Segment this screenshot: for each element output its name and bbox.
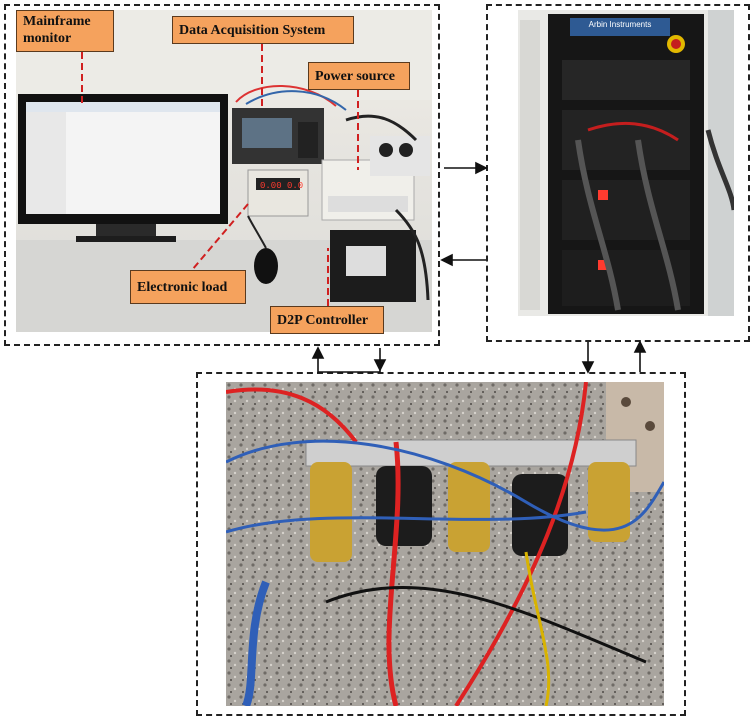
- cabinet-photo: Arbin Instruments: [518, 10, 734, 316]
- power-source-label: Power source: [308, 62, 410, 90]
- mainframe-monitor-label: Mainframe monitor: [16, 10, 114, 52]
- cabinet-brand-plate: Arbin Instruments: [588, 20, 652, 29]
- battery-cell-icon: [448, 462, 490, 552]
- electronic-load-label: Electronic load: [130, 270, 246, 304]
- battery-module-frame: [196, 372, 686, 716]
- battery-cell-icon: [588, 462, 630, 542]
- lab-setup-frame: [4, 4, 440, 346]
- svg-text:0.00 0.0: 0.00 0.0: [260, 181, 303, 191]
- cabinet-illustration: [518, 10, 734, 316]
- current-sensor-icon: [376, 466, 432, 546]
- current-sensor-icon: [512, 474, 568, 556]
- battery-cell-icon: [310, 462, 352, 562]
- battery-module-photo: [226, 382, 664, 706]
- d2p-controller-label: D2P Controller: [270, 306, 384, 334]
- arrow-module-to-d2p: [317, 348, 381, 373]
- mouse-icon: [254, 248, 278, 284]
- battery-module-illustration: [226, 382, 664, 706]
- electronic-load-icon: [247, 169, 309, 217]
- data-acquisition-label: Data Acquisition System: [172, 16, 354, 44]
